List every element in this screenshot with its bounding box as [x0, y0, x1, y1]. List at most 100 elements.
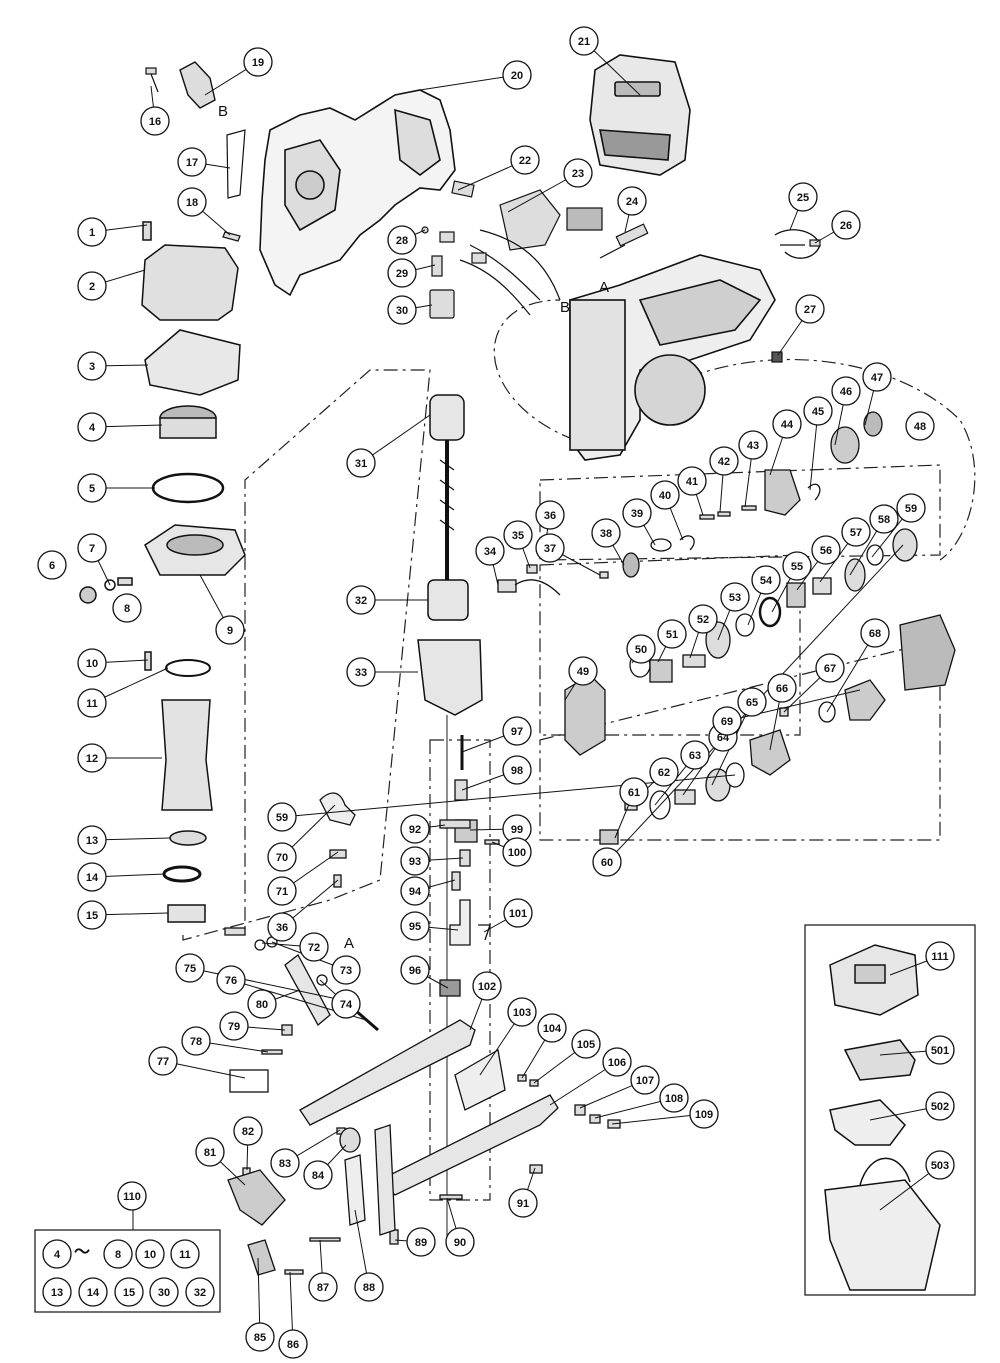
callout-circle: [406, 1227, 436, 1257]
callout-circle: [782, 551, 812, 581]
callout-1: 1: [77, 217, 107, 247]
callout-36: 36: [267, 912, 297, 942]
callout-circle: [925, 941, 955, 971]
callout-circle: [243, 47, 273, 77]
callout-47: 47: [862, 362, 892, 392]
lever-81: [284, 954, 331, 1027]
screw-99: [454, 779, 468, 801]
callout-number: 7: [89, 543, 95, 555]
screw-10: [144, 651, 152, 671]
callout-number: 76: [225, 975, 237, 987]
nut-6: [79, 586, 97, 604]
callout-number: 10: [86, 658, 98, 670]
kit-number: 11: [179, 1249, 191, 1261]
callout-number: 66: [776, 683, 788, 695]
callout-circle: [803, 396, 833, 426]
callout-number: 80: [256, 999, 268, 1011]
callout-19: 19: [243, 47, 273, 77]
callout-number: 24: [626, 196, 639, 208]
callout-9: 9: [215, 615, 245, 645]
callout-circle: [688, 604, 718, 634]
callout-39: 39: [622, 498, 652, 528]
callout-78: 78: [181, 1026, 211, 1056]
callout-number: 82: [242, 1126, 254, 1138]
kit-number: 4: [54, 1249, 61, 1261]
callout-circle: [77, 473, 107, 503]
washer-59: [866, 544, 884, 566]
callout-94: 94: [400, 876, 430, 906]
armature-69: [844, 679, 886, 721]
callout-circle: [630, 1065, 660, 1095]
callout-53: 53: [720, 582, 750, 612]
callout-22: 22: [510, 145, 540, 175]
callout-number: 73: [340, 965, 352, 977]
kit-circle: [114, 1277, 144, 1307]
callout-circle: [77, 412, 107, 442]
leader-line: [826, 632, 876, 713]
callout-24: 24: [617, 186, 647, 216]
callout-number: 42: [718, 456, 730, 468]
callout-circle: [896, 493, 926, 523]
kit-item-15: 15: [114, 1277, 144, 1307]
callout-number: 85: [254, 1332, 266, 1344]
callout-42: 42: [709, 446, 739, 476]
callout-circle: [77, 743, 107, 773]
callout-number: 17: [186, 157, 198, 169]
callout-number: 4: [89, 422, 96, 434]
callout-circle: [737, 687, 767, 717]
callout-40: 40: [650, 480, 680, 510]
cylinder-stack: [79, 221, 246, 923]
callout-82: 82: [233, 1116, 263, 1146]
callout-85: 85: [245, 1322, 275, 1352]
callout-number: 75: [184, 963, 196, 975]
callout-29: 29: [387, 258, 417, 288]
bracket-35: [526, 564, 538, 574]
callout-circle: [712, 706, 742, 736]
callout-circle: [751, 565, 781, 595]
callout-number: 19: [252, 57, 264, 69]
callout-circle: [811, 535, 841, 565]
callout-87: 87: [308, 1272, 338, 1302]
callout-number: 100: [508, 847, 526, 859]
callout-number: 52: [697, 614, 709, 626]
callout-number: 77: [157, 1056, 169, 1068]
callout-circle: [475, 536, 505, 566]
ref-letter-b-2: B: [560, 299, 570, 316]
cylinder-12: [161, 699, 213, 811]
callout-number: 33: [355, 667, 367, 679]
callout-66: 66: [767, 673, 797, 703]
callout-circle: [278, 1329, 308, 1359]
callout-circle: [563, 158, 593, 188]
pin-37: [599, 571, 609, 579]
kit-number: 15: [123, 1287, 135, 1299]
callout-503: 503: [925, 1150, 955, 1180]
arm-96: [449, 899, 471, 946]
kit-circle: [103, 1239, 133, 1269]
part-28-29-30: [421, 226, 455, 319]
gears-52: [682, 654, 706, 668]
ring-13: [169, 830, 207, 846]
callout-number: 79: [228, 1021, 240, 1033]
callout-circle: [177, 147, 207, 177]
callout-number: 92: [409, 824, 421, 836]
callout-88: 88: [354, 1272, 384, 1302]
callout-circle: [650, 480, 680, 510]
callout-circle: [175, 953, 205, 983]
callout-3: 3: [77, 351, 107, 381]
callout-number: 51: [666, 629, 678, 641]
callout-circle: [677, 466, 707, 496]
callout-61: 61: [619, 777, 649, 807]
callout-circle: [905, 411, 935, 441]
callout-circle: [37, 550, 67, 580]
callout-100: 100: [502, 837, 532, 867]
callout-102: 102: [472, 971, 502, 1001]
callout-number: 47: [871, 372, 883, 384]
callout-101: 101: [503, 898, 533, 928]
callout-circle: [568, 656, 598, 686]
callout-circle: [831, 376, 861, 406]
callout-number: 89: [415, 1237, 427, 1249]
callout-number: 98: [511, 765, 523, 777]
callout-16: 16: [140, 106, 170, 136]
bearing-47: [863, 411, 883, 437]
kit-item-30: 30: [149, 1277, 179, 1307]
